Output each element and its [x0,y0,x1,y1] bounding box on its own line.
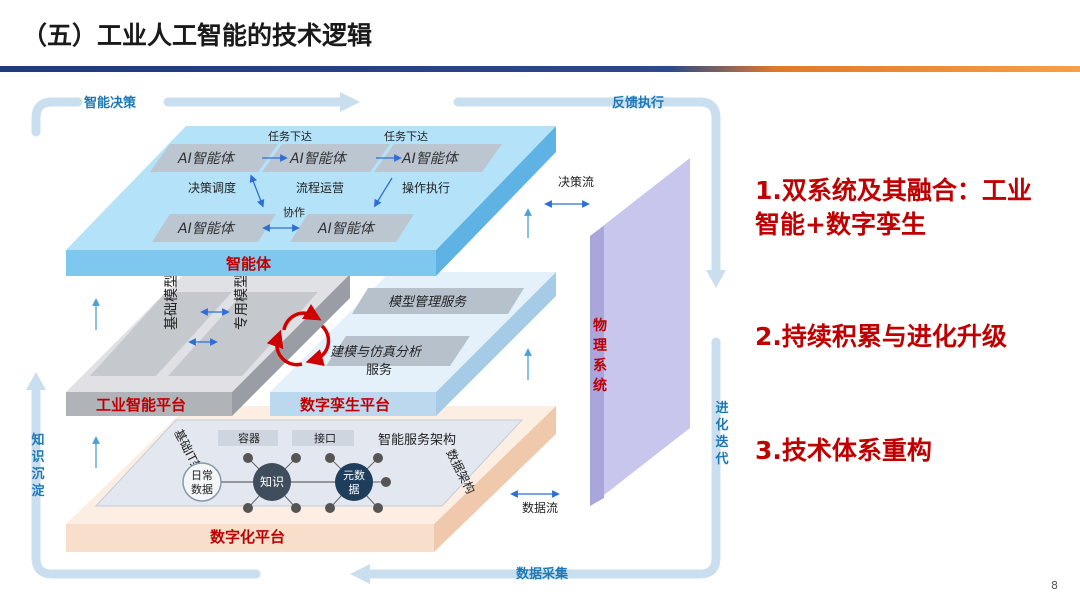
title-underline-bar [0,66,1080,72]
meta-data-label-2: 据 [349,482,360,496]
up-arrows [92,208,532,468]
loop-label-evolve: 进化迭代 [714,401,728,467]
page-title: （五）工业人工智能的技术逻辑 [22,21,373,50]
interface-label: 接口 [314,432,336,445]
cycle-arrows-icon [266,304,331,367]
agent-layer-slab [66,126,556,276]
domain-model-label: 专用模型 [234,274,250,330]
svg-text:进化迭代: 进化迭代 [714,401,728,467]
point-3: 3.技术体系重构 [755,436,932,465]
loop-label-feedback: 反馈执行 [612,95,664,111]
point-1-line-2: 智能+数字孪生 [755,210,926,239]
agent-layer-label: 智能体 [226,255,272,273]
ai-agent-2: AI智能体 [289,151,348,167]
container-box [218,430,278,446]
svg-text:知识沉淀: 知识沉淀 [31,432,45,499]
service-label: 服务 [366,362,392,378]
dt-platform-label: 数字孪生平台 [300,396,390,414]
decision-schedule-label: 决策调度 [188,180,236,195]
smart-service-label: 智能服务架构 [378,432,456,448]
daily-data-label-2: 数据 [191,482,213,496]
point-1-line-1: 1.双系统及其融合：工业 [755,176,1032,205]
ai-agent-5: AI智能体 [317,221,376,237]
knowledge-graph [182,453,391,513]
physical-system-label: 物理系统 [593,317,607,394]
ii-platform-label: 工业智能平台 [96,396,186,414]
cooperate-label: 协作 [283,205,305,219]
operate-exec-label: 操作执行 [402,180,450,195]
page-number: 8 [1051,579,1058,592]
data-flow-label: 数据流 [522,500,558,515]
tech-logic-diagram: 智能决策 反馈执行 数据采集 进化迭代 知识沉淀 物理系统 数字化平台 容器 接… [26,92,729,584]
loop-label-knowledge: 知识沉淀 [31,432,45,499]
outer-loop-arrowheads [26,92,726,584]
loop-label-collect: 数据采集 [516,566,569,582]
svg-text:物理系统: 物理系统 [593,317,607,394]
container-label: 容器 [238,431,260,445]
ai-agent-1: AI智能体 [177,151,236,167]
modeling-label: 建模与仿真分析 [330,345,423,360]
decision-flow-label: 决策流 [558,175,594,189]
dt-platform-slab [270,272,556,416]
ai-agent-3: AI智能体 [401,151,460,167]
process-ops-label: 流程运营 [296,180,344,195]
model-mgmt-label: 模型管理服务 [388,295,467,310]
digital-platform-slab [66,406,556,552]
base-model-label: 基础模型 [163,274,180,330]
knowledge-label: 知识 [260,475,284,489]
point-1: 1.双系统及其融合：工业 智能+数字孪生 [755,174,1032,242]
physical-system-slab [590,158,690,506]
point-2: 2.持续积累与进化升级 [755,322,1007,351]
digital-platform-label: 数字化平台 [210,528,285,546]
task-down-label-1: 任务下达 [268,130,312,143]
agent-flow-arrows [249,154,402,232]
interface-box [292,430,354,446]
ai-agent-4: AI智能体 [177,221,236,237]
svg-text:基础模型: 基础模型 [163,274,180,330]
outer-loop [31,97,721,579]
loop-label-decision: 智能决策 [84,95,137,111]
task-down-label-2: 任务下达 [384,130,428,143]
meta-data-label-1: 元数 [343,469,365,482]
svg-text:专用模型: 专用模型 [234,274,250,330]
daily-data-label-1: 日常 [191,469,213,482]
